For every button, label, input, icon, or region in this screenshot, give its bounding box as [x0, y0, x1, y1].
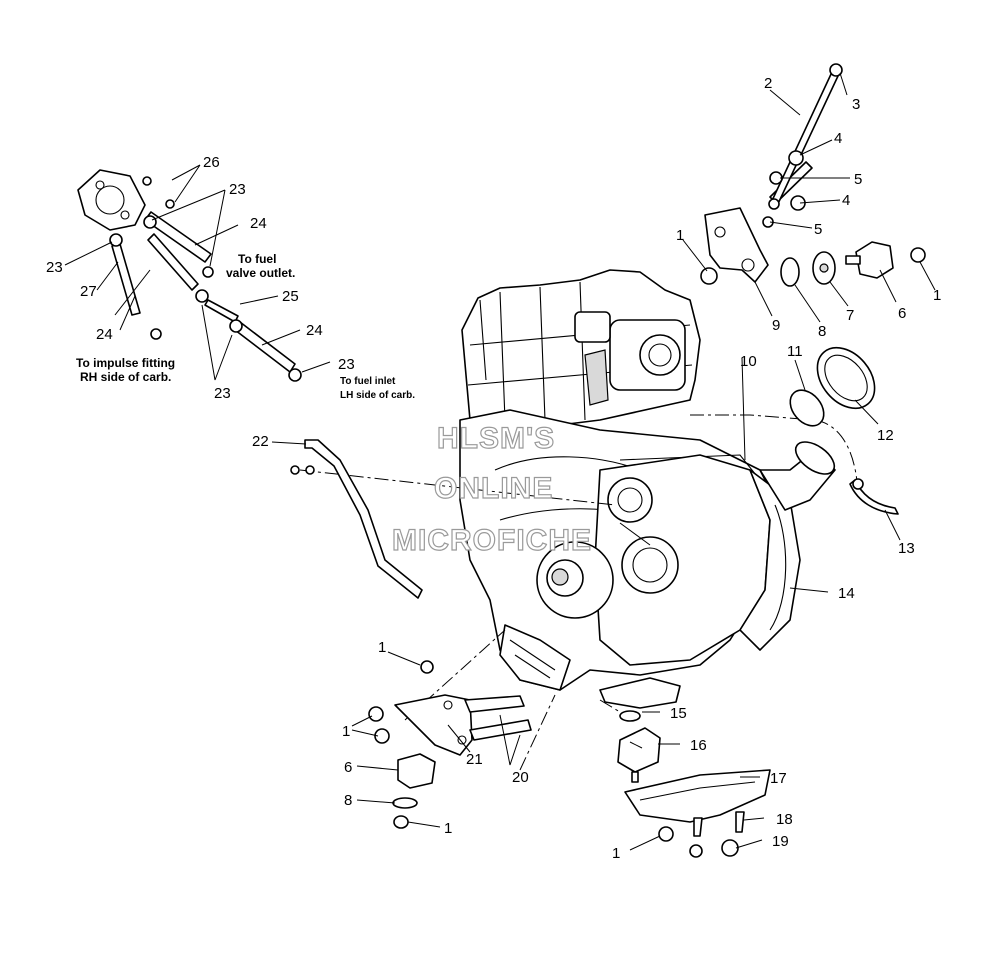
engine-assembly: [459, 269, 836, 691]
callout-4-lower: 4: [842, 192, 850, 209]
callout-9: 9: [772, 317, 780, 334]
callout-5-lower: 5: [814, 221, 822, 238]
callout-15: 15: [670, 705, 687, 722]
leader-lines: [64, 72, 936, 851]
breather-tube: [290, 439, 423, 599]
callout-24-top: 24: [250, 215, 267, 232]
left-mount-bracket: [368, 660, 532, 829]
callout-8-lower: 8: [344, 792, 352, 809]
callout-21: 21: [466, 751, 483, 768]
callout-1-right: 1: [933, 287, 941, 304]
note-impulse-2: RH side of carb.: [80, 370, 171, 384]
fuel-line-notes: To fuel valve outlet. To impulse fitting…: [76, 252, 415, 401]
fuel-pump-assembly: [77, 169, 302, 382]
callout-11: 11: [787, 343, 803, 360]
callout-23-right: 23: [338, 356, 355, 373]
callout-1-bracket: 1: [676, 227, 684, 244]
callout-1-mount-left: 1: [342, 723, 350, 740]
carburetor: [574, 311, 686, 406]
right-mount: [599, 677, 771, 858]
callout-17: 17: [770, 770, 787, 787]
callout-22: 22: [252, 433, 269, 450]
callout-23-left: 23: [46, 259, 63, 276]
callout-27: 27: [80, 283, 97, 300]
callout-25: 25: [282, 288, 299, 305]
callout-19: 19: [772, 833, 789, 850]
note-inlet-1: To fuel inlet: [340, 376, 396, 387]
callout-23-bottom: 23: [214, 385, 231, 402]
watermark-line-1: HLSM'S: [437, 422, 555, 455]
watermark-line-3: MICROFICHE: [392, 524, 592, 557]
callout-10: 10: [740, 353, 757, 370]
intake-boot: [789, 346, 899, 515]
watermark-line-2: ONLINE: [434, 472, 553, 505]
callout-12: 12: [877, 427, 894, 444]
callout-1-mount-top: 1: [378, 639, 386, 656]
callout-1-bottom: 1: [444, 820, 452, 837]
callout-6-upper: 6: [898, 305, 906, 322]
callout-20: 20: [512, 769, 529, 786]
callout-16: 16: [690, 737, 707, 754]
callout-8-upper: 8: [818, 323, 826, 340]
note-impulse-1: To impulse fitting: [76, 356, 175, 370]
callout-4-upper: 4: [834, 130, 842, 147]
callout-3: 3: [852, 96, 860, 113]
callout-numbers: 3 2 4 5 4 5 1 1 6 7 8 9 10 11 12 13 14 1…: [46, 75, 941, 862]
note-fuel-valve-1: To fuel: [238, 252, 276, 266]
callout-18: 18: [776, 811, 793, 828]
callout-26: 26: [203, 154, 220, 171]
callout-6-lower: 6: [344, 759, 352, 776]
callout-14: 14: [838, 585, 855, 602]
callout-1-plate: 1: [612, 845, 620, 862]
callout-13: 13: [898, 540, 915, 557]
strut-assembly: [700, 63, 926, 287]
note-inlet-2: LH side of carb.: [340, 390, 415, 401]
callout-24-right: 24: [306, 322, 323, 339]
watermark: HLSM'S ONLINE MICROFICHE: [391, 421, 592, 557]
note-fuel-valve-2: valve outlet.: [226, 266, 295, 280]
callout-2: 2: [764, 75, 772, 92]
callout-23-top: 23: [229, 181, 246, 198]
callout-5-upper: 5: [854, 171, 862, 188]
callout-24-left: 24: [96, 326, 113, 343]
callout-7: 7: [846, 307, 854, 324]
